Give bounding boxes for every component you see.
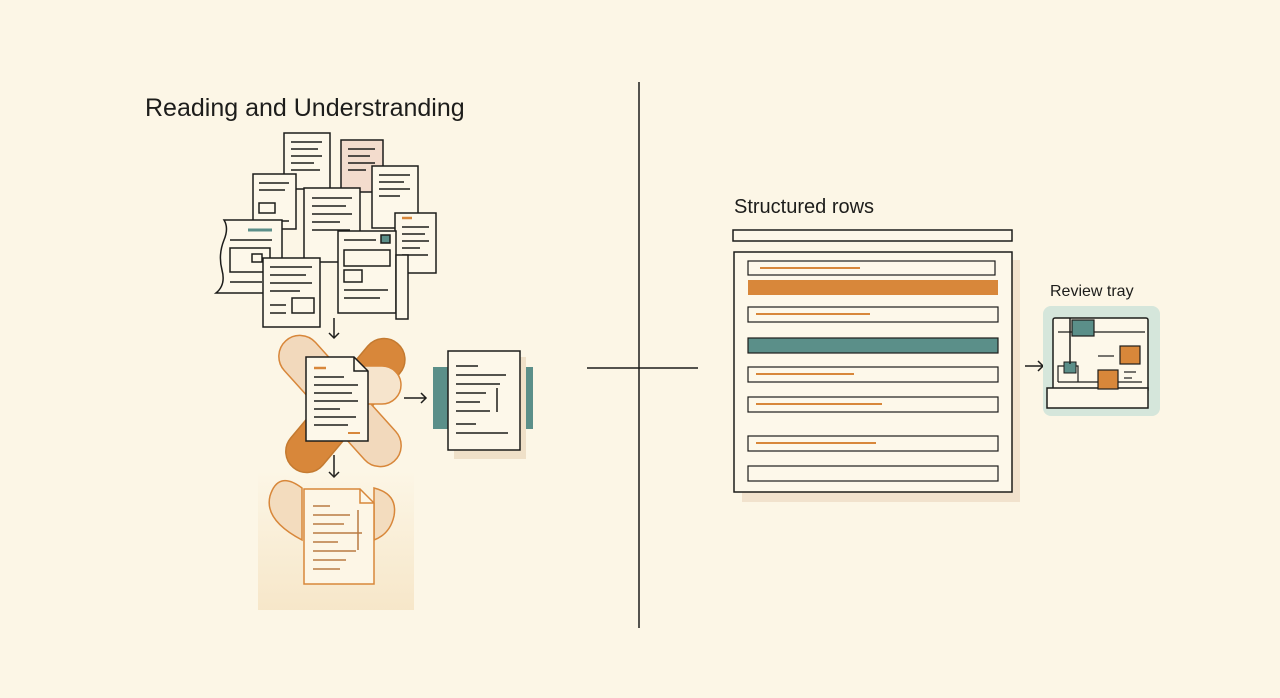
table-row [747, 435, 999, 452]
right-panel-heading: Structured rows [734, 196, 875, 218]
stacked-document [283, 132, 331, 190]
document-icon [433, 350, 533, 459]
arrow-right-icon [1025, 360, 1045, 372]
stacked-document [395, 254, 409, 320]
structured-rows-table [733, 251, 1020, 502]
held-document [258, 470, 414, 610]
table-row [747, 465, 999, 482]
stacked-document [337, 230, 397, 314]
table-row [747, 396, 999, 413]
document-stack-icon [213, 132, 437, 328]
document-icon [305, 356, 369, 442]
table-row [747, 366, 999, 383]
arrow-down-icon [328, 318, 340, 340]
table-row [747, 260, 996, 276]
arrow-right-icon [404, 392, 428, 404]
table-row [747, 337, 999, 354]
review-tray-label: Review tray [1050, 283, 1134, 300]
review-tray [1043, 306, 1160, 416]
flag-icon [1069, 318, 1095, 364]
stacked-document [262, 257, 321, 328]
table-row [748, 280, 998, 295]
left-panel-heading: Reading and Understranding [145, 94, 465, 122]
table-row [747, 306, 999, 323]
table-header-bar [732, 229, 1013, 242]
